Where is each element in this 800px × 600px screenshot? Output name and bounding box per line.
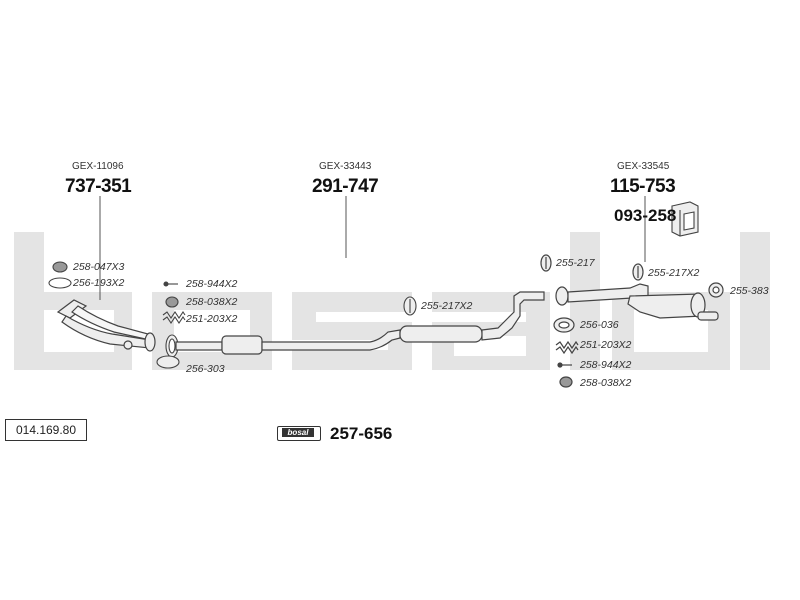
kit-badge: bosal <box>277 426 321 441</box>
diagram-code: 014.169.80 <box>5 419 87 441</box>
front-part-label: 258-038X2 <box>186 296 238 308</box>
leader-lines <box>99 196 646 300</box>
assembly-ref-rear: GEX-33545 <box>617 161 670 172</box>
middle-pipe <box>175 291 545 355</box>
assembly-ref-front: GEX-11096 <box>72 161 124 172</box>
assembly-ref-middle: GEX-33443 <box>319 161 372 172</box>
rear-section <box>540 254 724 388</box>
rear-part-label: 258-944X2 <box>580 359 632 371</box>
kit-badge-text: bosal <box>282 428 314 437</box>
rear-part-label: 258-038X2 <box>580 377 632 389</box>
front-part-label: 251-203X2 <box>186 313 238 325</box>
kit-number: 257-656 <box>330 424 393 443</box>
front-part-label: 258-047X3 <box>73 261 125 273</box>
front-part-label: 256-193X2 <box>73 277 125 289</box>
rear-part-label: 255-217X2 <box>648 267 700 279</box>
assembly-number-middle: 291-747 <box>312 176 379 197</box>
rear-part-label: 255-217 <box>556 257 595 269</box>
rear-part-label: 251-203X2 <box>580 339 632 351</box>
middle-part-label: 255-217X2 <box>421 300 473 312</box>
assembly-extra-number-rear: 093-258 <box>614 206 677 225</box>
assembly-number-front: 737-351 <box>65 176 132 197</box>
front-part-label: 256-303 <box>186 363 225 375</box>
heat-shield-icon <box>671 201 699 237</box>
rear-part-label: 255-383 <box>730 285 769 297</box>
rear-part-label: 256-036 <box>580 319 619 331</box>
assembly-number-rear: 115-753 <box>610 176 676 197</box>
middle-clamp <box>403 296 417 316</box>
front-pipe <box>56 299 156 352</box>
front-part-label: 258-944X2 <box>186 278 238 290</box>
